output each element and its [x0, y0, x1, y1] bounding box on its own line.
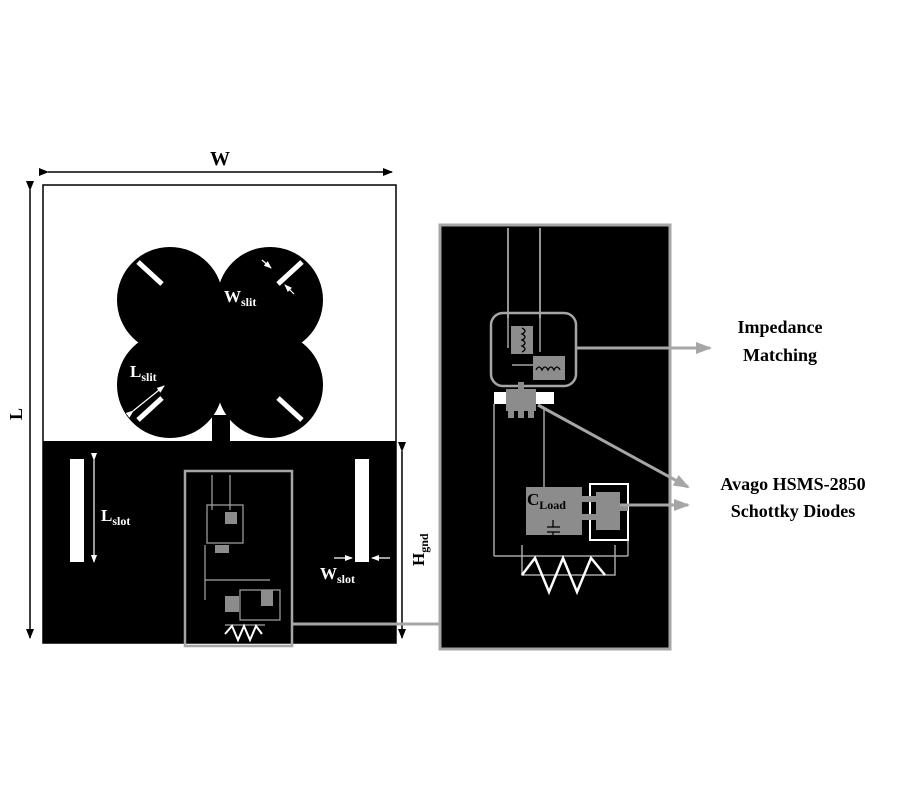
clover-patch [117, 247, 323, 475]
callout-arrows [537, 342, 712, 511]
impedance-matching-label-line2: Matching [743, 345, 817, 365]
rectifier-zoom-board [438, 223, 672, 651]
load-resistor-small [224, 623, 263, 643]
rectifier-highlight-box [183, 469, 294, 648]
load-resistor-label: RLoad [544, 598, 583, 620]
width-label: W [210, 148, 230, 170]
inductor-coil-2 [535, 366, 561, 372]
slit-width-label: Wslit [224, 287, 256, 309]
slot-length-label: Lslot [101, 506, 130, 528]
diode-package-top [506, 389, 536, 411]
ground-slot-left [70, 459, 84, 562]
slit-width-arrows [261, 259, 295, 295]
capacitor-symbol [547, 520, 560, 538]
diode-pins-top [508, 382, 534, 418]
antenna-board: W L Wslit Lslit Lslot Wslot Hgnd [6, 148, 431, 648]
slot-width-label: Wslot [320, 564, 355, 586]
ground-height-label: Hgnd [409, 533, 431, 566]
load-resistor [521, 554, 606, 596]
schottky-diodes-label-line2: Schottky Diodes [731, 501, 856, 521]
ground-slot-right [355, 459, 369, 562]
rectifier-components-small [215, 512, 273, 612]
schottky-diodes-label-line1: Avago HSMS-2850 [720, 474, 865, 494]
impedance-matching-label-line1: Impedance [738, 317, 823, 337]
inductor-coil-1 [520, 327, 526, 353]
diode-pad-frame [589, 483, 629, 541]
rectifier-traces-small [204, 475, 281, 626]
load-capacitor-label: CLoad [527, 490, 566, 512]
feed-lines [507, 228, 541, 318]
length-label: L [6, 408, 26, 420]
slit-length-dimension [125, 385, 165, 418]
diode-package-right [596, 492, 620, 530]
slit-length-label: Lslit [130, 362, 157, 384]
diode-pins-right [582, 496, 628, 520]
rectifier-zoom: CLoad RLoad [438, 223, 712, 651]
